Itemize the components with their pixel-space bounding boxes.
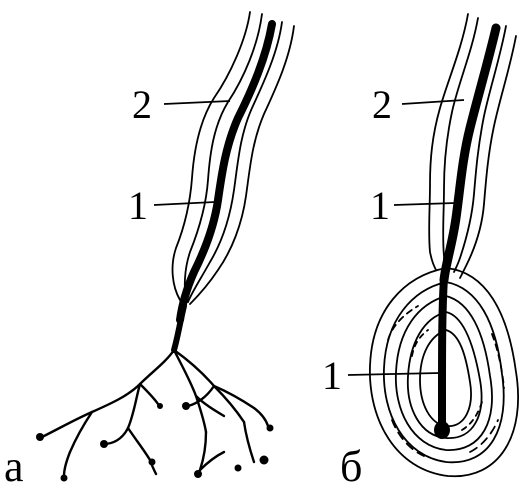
leader-b-1-bottom	[348, 373, 440, 375]
leader-b-1-top	[394, 203, 455, 205]
sheath-outer-right-a	[190, 26, 294, 304]
panel-letter-b: б	[340, 442, 362, 489]
axon-terminal-bulb	[434, 421, 450, 439]
sheath-outer-left-b	[429, 14, 468, 270]
label-b-sheath: 2	[372, 82, 392, 127]
panel-b	[370, 14, 518, 476]
label-a-axon: 1	[128, 183, 148, 228]
sheath-inner-left-b	[443, 18, 478, 270]
panel-letter-a: а	[4, 442, 24, 489]
panel-a	[36, 12, 294, 482]
leader-lines	[154, 100, 464, 375]
leader-a-1	[154, 202, 215, 205]
axon-a	[180, 24, 272, 320]
label-b-inner-axon: 1	[322, 353, 342, 398]
axon-b	[444, 28, 496, 280]
label-a-sheath: 2	[132, 82, 152, 127]
label-b-axon: 1	[370, 183, 390, 228]
leader-a-2	[164, 101, 230, 104]
free-nerve-branches	[44, 350, 268, 476]
inner-core-axon	[442, 278, 444, 428]
